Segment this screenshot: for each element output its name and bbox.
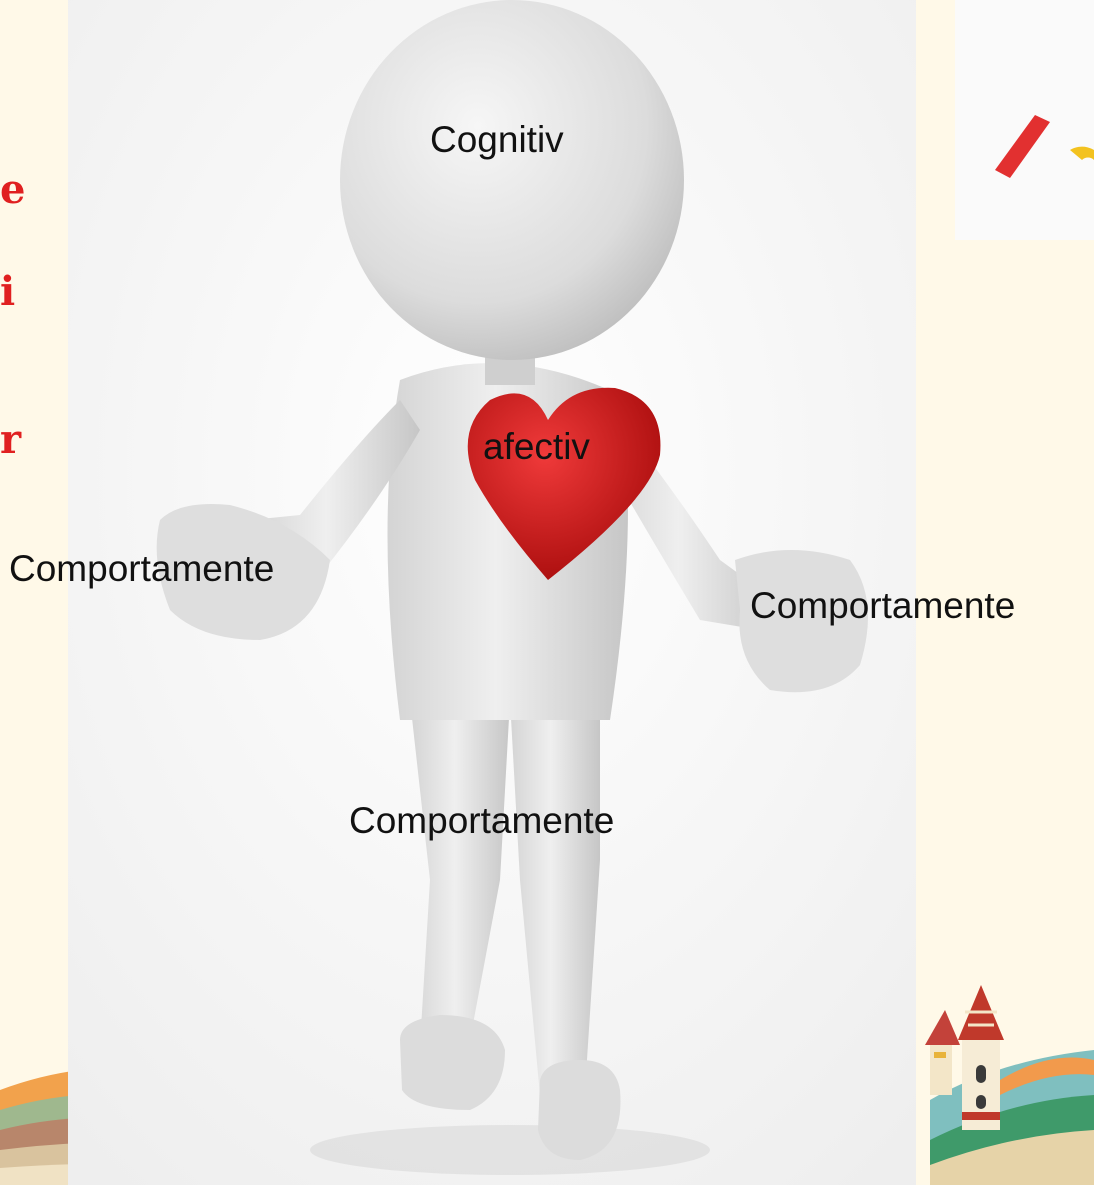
heart-icon (467, 387, 661, 580)
label-behavior-legs: Comportamente (349, 800, 615, 841)
label-cognitive: Cognitiv (430, 119, 564, 160)
village-decoration (925, 985, 1094, 1185)
left-text-fragment-1: e (0, 166, 26, 213)
figure-illustration (156, 0, 868, 1160)
decorative-stripes-left (0, 1070, 80, 1185)
left-text-fragment-3: r (0, 416, 22, 463)
corner-image (955, 0, 1094, 240)
label-behavior-right-hand: Comportamente (750, 585, 1016, 626)
label-affective: afectiv (483, 426, 590, 467)
left-text-fragment-2: i (0, 268, 16, 315)
label-behavior-left-hand: Comportamente (9, 548, 275, 589)
